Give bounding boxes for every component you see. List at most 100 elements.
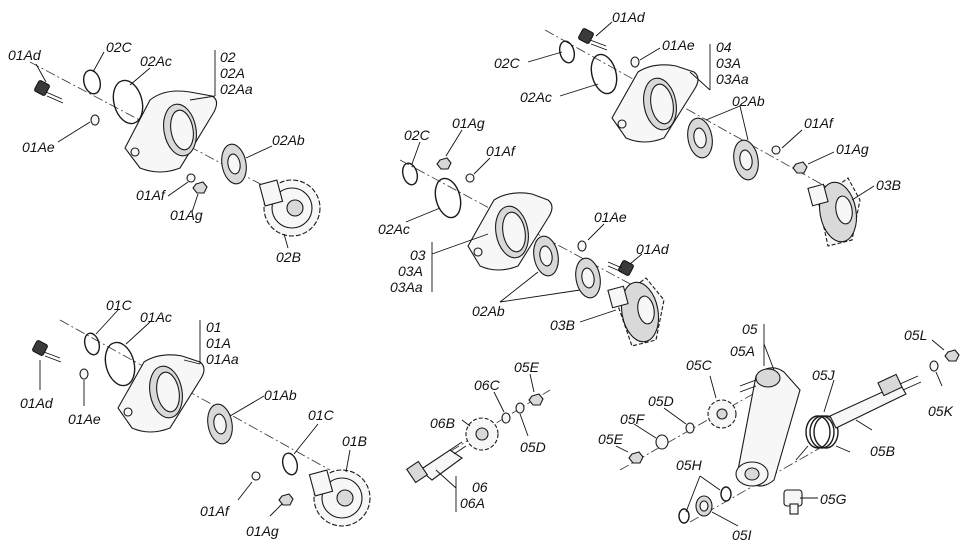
label-01Ad: 01Ad — [636, 241, 670, 257]
flange-housing-01 — [117, 354, 205, 433]
label-02Ab: 02Ab — [472, 303, 505, 319]
washer-01Ae — [79, 368, 89, 380]
label-05D: 05D — [520, 439, 546, 455]
label-02Ac: 02Ac — [520, 89, 552, 105]
label-01Ae: 01Ae — [68, 411, 101, 427]
group-04-assembly: 01Ad 01Ae 02C 02Ac 04 03A 03Aa 02Ab 01Af… — [494, 9, 901, 247]
label-03A: 03A — [398, 263, 423, 279]
label-05H: 05H — [676, 457, 703, 473]
label-05I: 05I — [732, 527, 752, 543]
label-02Ac: 02Ac — [140, 53, 172, 69]
sprocket-06B — [465, 417, 499, 451]
label-01Ae: 01Ae — [662, 37, 695, 53]
washer-01Ae — [577, 240, 587, 252]
washer-01Ae — [90, 114, 100, 126]
label-02Ab: 02Ab — [272, 132, 305, 148]
label-01A: 01A — [206, 335, 231, 351]
nut-05E — [528, 393, 544, 406]
label-01Af: 01Af — [200, 503, 231, 519]
label-05: 05 — [742, 321, 758, 337]
label-01: 01 — [206, 319, 222, 335]
bolt-01Ad — [578, 28, 608, 51]
label-05B: 05B — [870, 443, 895, 459]
nut-05E — [628, 451, 644, 464]
label-01Ad: 01Ad — [8, 47, 42, 63]
circlip-01C-2 — [281, 452, 299, 476]
centerline — [59, 319, 331, 471]
washer-01Af — [465, 173, 475, 183]
circlip-02C — [401, 162, 419, 186]
washer-01Af — [771, 145, 781, 155]
grease-fitting-05G — [783, 489, 803, 515]
label-02Ac: 02Ac — [378, 221, 410, 237]
group-02-assembly: 01Ad 02C 02Ac 02 02A 02Aa 01Ae 02Ab 01Af… — [8, 39, 321, 265]
torsion-spring-05J — [795, 415, 851, 461]
washer-05K — [929, 360, 939, 372]
label-05C: 05C — [686, 357, 713, 373]
circlip-01Ac — [104, 341, 136, 387]
label-02C: 02C — [106, 39, 133, 55]
label-01B: 01B — [342, 433, 367, 449]
label-01Af: 01Af — [804, 115, 835, 131]
washer-05F — [655, 434, 669, 450]
flange-housing-03 — [467, 192, 553, 271]
label-02Aa: 02Aa — [220, 81, 253, 97]
circlip-02Ac — [112, 79, 144, 125]
label-01C-2: 01C — [308, 407, 335, 423]
label-05D: 05D — [648, 393, 674, 409]
label-03: 03 — [410, 247, 426, 263]
label-03Aa: 03Aa — [716, 71, 749, 87]
label-01Ag: 01Ag — [170, 207, 203, 223]
label-02Ab: 02Ab — [732, 93, 765, 109]
bevel-gear-03B — [607, 277, 665, 347]
label-01Af: 01Af — [136, 187, 167, 203]
nut-01Ag — [192, 181, 208, 194]
flange-housing-04 — [611, 64, 699, 143]
washer-05D — [515, 402, 525, 414]
circlip-02C — [82, 69, 102, 95]
label-01Ad: 01Ad — [20, 395, 54, 411]
circlip-05H — [678, 508, 690, 524]
label-05L: 05L — [904, 327, 927, 343]
washer-01Ae — [630, 56, 640, 68]
circlip-01C — [83, 332, 101, 356]
label-03B: 03B — [550, 317, 575, 333]
circlip-02Ac — [590, 53, 618, 95]
group-03-assembly: 02C 01Ag 01Af 02Ac 03 03A 03Aa 01Ae 01Ad… — [378, 115, 670, 347]
lever-arm-05A — [735, 367, 801, 487]
label-01Ag: 01Ag — [246, 523, 279, 539]
label-05K: 05K — [928, 403, 954, 419]
washer-06C — [501, 412, 511, 424]
label-02: 02 — [220, 49, 236, 65]
label-02C: 02C — [494, 55, 521, 71]
label-01Ae: 01Ae — [594, 209, 627, 225]
circlip-02C — [558, 40, 576, 64]
label-06A: 06A — [460, 495, 485, 511]
label-01Ac: 01Ac — [140, 309, 172, 325]
nut-01Ag — [436, 157, 452, 170]
bolt-01Ad — [32, 340, 62, 363]
shaft-05B — [829, 373, 922, 429]
label-05J: 05J — [812, 367, 836, 383]
sprocket-02B — [258, 179, 321, 237]
washer-05I-2 — [720, 486, 732, 502]
label-02B: 02B — [276, 249, 301, 265]
label-03B: 03B — [876, 177, 901, 193]
label-01Aa: 01Aa — [206, 351, 239, 367]
sprocket-01B — [308, 469, 371, 527]
group-06-assembly: 06C 05E 06B 05D 06 06A — [405, 359, 551, 512]
nut-05L — [944, 349, 960, 362]
label-01Ab: 01Ab — [264, 387, 297, 403]
label-01C: 01C — [106, 297, 133, 313]
group-05-assembly: 05 05A 05C 05D 05F 05E 05J 05L 05K 05B 0… — [598, 321, 960, 543]
label-05E: 05E — [598, 431, 624, 447]
label-03Aa: 03Aa — [390, 279, 423, 295]
label-06C: 06C — [474, 377, 501, 393]
bolt-01Ad — [607, 260, 634, 276]
label-05E: 05E — [514, 359, 540, 375]
label-06B: 06B — [430, 415, 455, 431]
washer-01Af — [186, 173, 196, 183]
label-01Af: 01Af — [486, 143, 517, 159]
